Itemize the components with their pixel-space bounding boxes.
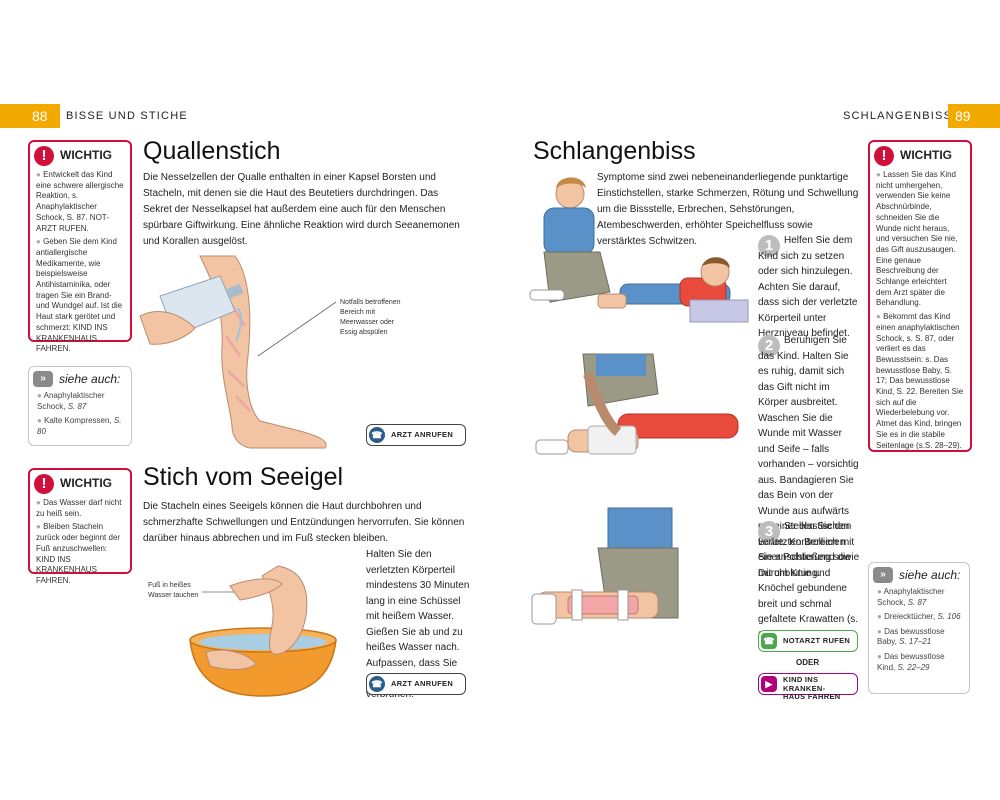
step-number-1: 1 (758, 235, 780, 257)
see-also-item[interactable]: ● Dreiecktücher, S. 106 (877, 612, 961, 622)
warning-box-jellyfish: ! WICHTIG ● Entwickelt das Kind eine sch… (28, 140, 132, 353)
warning-title: WICHTIG (60, 476, 112, 490)
step-number-2: 2 (758, 335, 780, 357)
page-tab-left (0, 104, 60, 128)
page-number-left: 88 (32, 108, 48, 124)
jellyfish-illustration (139, 255, 337, 449)
exclamation-icon: ! (34, 146, 54, 166)
step-number-3: 3 (758, 521, 780, 543)
urchin-lead: Die Stacheln eines Seeigels können die H… (143, 501, 465, 544)
see-also-item[interactable]: ● Das bewusstlose Kind, S. 22–29 (877, 651, 945, 672)
section-title-snake: Schlangenbiss (533, 137, 696, 165)
phone-icon: ☎ (761, 633, 777, 649)
drive-to-hospital-button[interactable]: ▶ KIND INS KRANKEN-HAUS FAHREN (758, 673, 858, 701)
page-tab-right (948, 104, 1000, 128)
snake-step-1: Helfen Sie dem Kind sich zu setzen oder … (758, 235, 858, 339)
warning-title: WICHTIG (900, 148, 952, 162)
see-also-item[interactable]: ● Anaphylaktischer Schock, S. 87 (877, 587, 945, 607)
see-also-box-jellyfish: » siehe auch: ● Anaphylaktischer Schock,… (28, 366, 132, 446)
double-chevron-icon: » (33, 371, 53, 387)
snake-step2-illustration (535, 353, 739, 455)
see-also-title: siehe auch: (59, 372, 121, 386)
snake-step-3: Stellen Sie den verletzten Bereich mit e… (758, 521, 860, 641)
or-label: ODER (796, 658, 820, 667)
page-number-right: 89 (955, 108, 971, 124)
section-title-jellyfish: Quallenstich (143, 137, 281, 165)
exclamation-icon: ! (874, 146, 894, 166)
snake-step-2: Beruhigen Sie das Kind. Halten Sie es ru… (758, 335, 859, 579)
urchin-illustration (189, 565, 337, 697)
warning-item: ● Bleiben Stacheln zurück oder beginnt d… (36, 522, 121, 585)
snake-step3-illustration (531, 507, 679, 625)
see-also-item[interactable]: ● Das bewusstlose Baby, S. 17–21 (877, 626, 945, 647)
warning-box-urchin: ! WICHTIG ● Das Wasser darf nicht zu hei… (28, 468, 132, 585)
warning-item: ● Bekommt das Kind einen anaphylaktische… (876, 312, 964, 450)
call-doctor-button[interactable]: ☎ ARZT ANRUFEN (366, 424, 466, 446)
phone-icon: ☎ (369, 427, 385, 443)
see-also-title: siehe auch: (899, 568, 961, 582)
exclamation-icon: ! (34, 474, 54, 494)
play-arrow-icon: ▶ (761, 676, 777, 692)
snake-lead: Symptome sind zwei nebeneinanderliegende… (597, 172, 859, 247)
urchin-callout: Fuß in heißes Wasser tauchen (148, 582, 199, 599)
jellyfish-lead: Die Nesselzellen der Qualle enthalten in… (143, 172, 460, 247)
call-emergency-button[interactable]: ☎ NOTARZT RUFEN (758, 630, 858, 652)
snake-step1-illustration (529, 177, 749, 323)
double-chevron-icon: » (873, 567, 893, 583)
see-also-item[interactable]: ● Kalte Kompressen, S. 80 (37, 416, 122, 436)
section-title-urchin: Stich vom Seeigel (143, 463, 344, 491)
jellyfish-callout: Notfalls betroffenen Bereich mit Meerwas… (340, 299, 401, 336)
warning-title: WICHTIG (60, 148, 112, 162)
warning-item: ● Das Wasser darf nicht zu heiß sein. (36, 498, 122, 518)
see-also-item[interactable]: ● Anaphylaktischer Schock, S. 87 (37, 391, 105, 411)
see-also-box-snake: » siehe auch: ● Anaphylaktischer Schock,… (868, 562, 970, 694)
running-head-left: BISSE UND STICHE (66, 110, 188, 122)
phone-icon: ☎ (369, 676, 385, 692)
warning-box-snake: ! WICHTIG ● Lassen Sie das Kind nicht um… (868, 140, 972, 452)
warning-item: ● Lassen Sie das Kind nicht umhergehen, … (876, 170, 958, 308)
warning-item: ● Geben Sie dem Kind antiallergische Med… (36, 237, 123, 354)
warning-item: ● Entwickelt das Kind eine schwere aller… (36, 170, 124, 233)
call-doctor-button[interactable]: ☎ ARZT ANRUFEN (366, 673, 466, 695)
running-head-right: SCHLANGENBISS (843, 110, 953, 122)
